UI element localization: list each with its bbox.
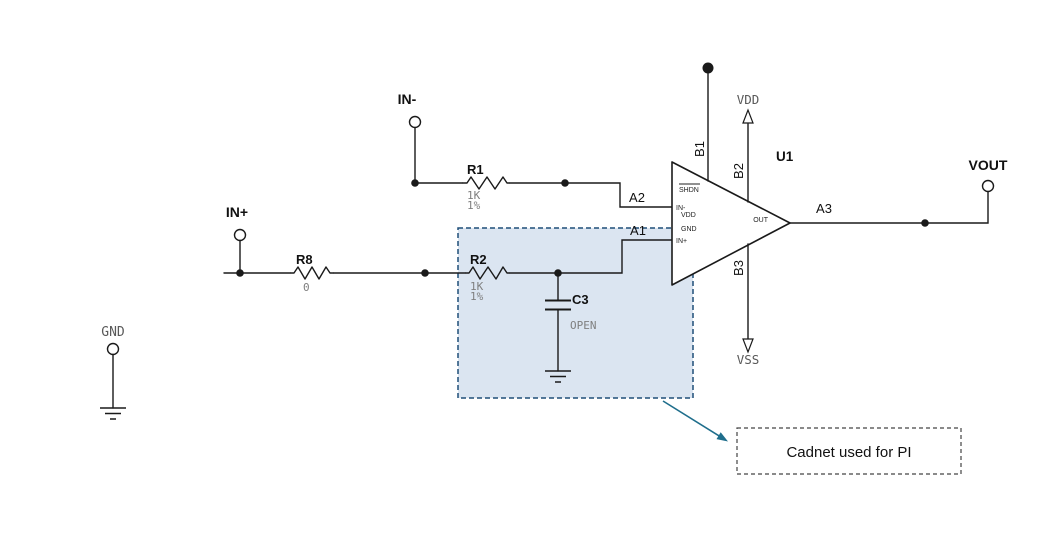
r2-ref: R2 xyxy=(470,252,487,267)
pin-label-in-plus: IN+ xyxy=(676,238,687,245)
c3-value: OPEN xyxy=(570,319,597,332)
callout-arrowhead-icon xyxy=(716,432,728,442)
net-label-a1: A1 xyxy=(630,223,646,238)
net-label-a2: A2 xyxy=(629,190,645,205)
r8-ref: R8 xyxy=(296,252,313,267)
terminal-vout xyxy=(981,179,995,193)
vss-arrow-icon xyxy=(742,338,754,354)
terminal-label-gnd: GND xyxy=(101,325,125,340)
net-label-b1: B1 xyxy=(692,141,707,157)
wire-output-net xyxy=(789,190,989,224)
r1-value: 1K xyxy=(467,189,481,202)
terminal-in-minus xyxy=(408,115,422,129)
pin-label-out: OUT xyxy=(753,217,769,224)
callout-text: Cadnet used for PI xyxy=(786,444,911,461)
callout-arrow xyxy=(662,400,720,437)
pin-label-in-minus: IN- xyxy=(676,205,686,212)
power-label-vdd: VDD xyxy=(737,92,760,107)
resistor-r1 xyxy=(462,176,510,190)
power-label-vss: VSS xyxy=(737,352,760,367)
pin-label-shdn: SHDN xyxy=(679,187,699,194)
terminal-label-in-minus: IN- xyxy=(398,91,417,107)
junction-dot xyxy=(561,179,569,187)
r2-value: 1K xyxy=(470,280,484,293)
r1-tolerance: 1% xyxy=(467,199,481,212)
junction-dot xyxy=(921,219,929,227)
ground-symbol-left xyxy=(100,407,126,420)
net-label-b2: B2 xyxy=(731,163,746,179)
junction-dot xyxy=(411,179,419,187)
pin-label-vdd: VDD xyxy=(681,212,696,219)
vdd-arrow-icon xyxy=(742,108,754,124)
b1-connection-dot xyxy=(702,62,714,74)
r8-value: 0 xyxy=(303,281,310,294)
terminal-gnd xyxy=(106,342,120,356)
net-label-b3: B3 xyxy=(731,260,746,276)
r2-tolerance: 1% xyxy=(470,290,484,303)
c3-ref: C3 xyxy=(572,292,589,307)
terminal-label-vout: VOUT xyxy=(969,157,1008,173)
capacitor-c3 xyxy=(545,299,571,311)
junction-dot xyxy=(236,269,244,277)
ground-symbol-c3 xyxy=(545,370,571,383)
resistor-r2 xyxy=(465,266,510,280)
r1-ref: R1 xyxy=(467,162,484,177)
u1-ref: U1 xyxy=(776,149,794,164)
junction-dot xyxy=(421,269,429,277)
pi-highlight-region xyxy=(457,227,694,399)
opamp-u1-symbol xyxy=(671,161,791,286)
net-label-a3: A3 xyxy=(816,201,832,216)
resistor-r8 xyxy=(290,266,334,280)
pin-label-gnd: GND xyxy=(681,226,697,233)
terminal-label-in-plus: IN+ xyxy=(226,204,248,220)
terminal-in-plus xyxy=(233,228,247,242)
callout-box xyxy=(736,427,962,475)
wire-in-plus-net xyxy=(223,239,673,274)
